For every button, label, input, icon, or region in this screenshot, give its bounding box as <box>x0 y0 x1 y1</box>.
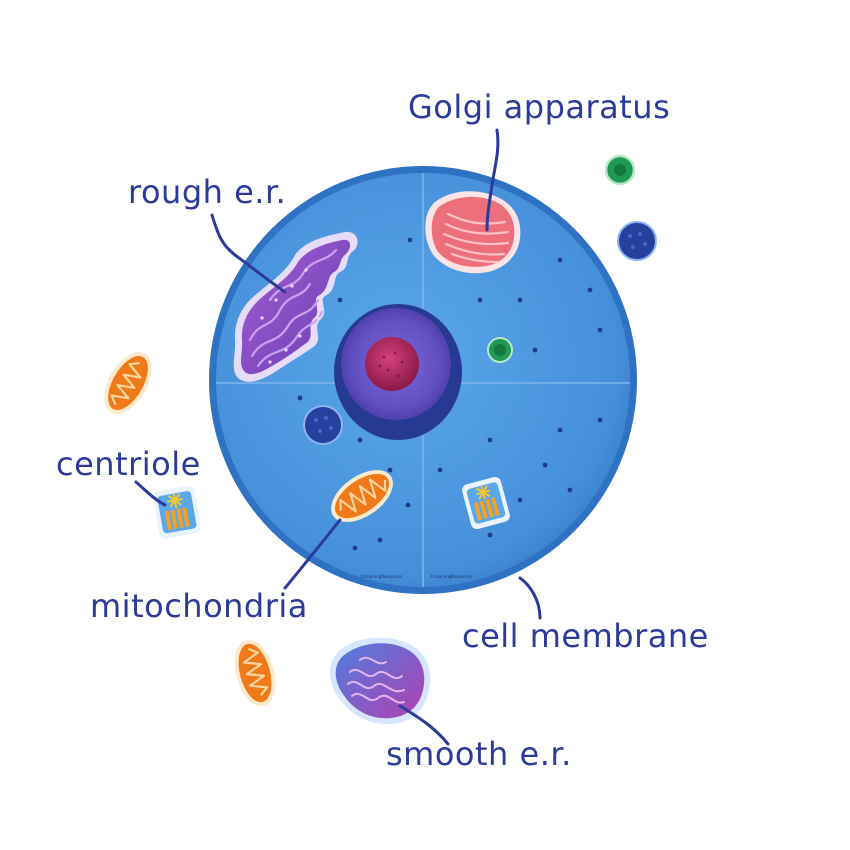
label-golgi-apparatus: Golgi apparatus <box>408 88 670 126</box>
rough-er <box>233 231 358 382</box>
golgi-apparatus <box>425 191 521 274</box>
mitochondrion-inside <box>331 470 393 522</box>
nucleus <box>334 304 462 440</box>
leader-rough-er <box>210 213 287 294</box>
leader-cell-membrane <box>518 576 542 620</box>
mitochondrion-outside-left <box>104 352 152 414</box>
leader-golgi <box>485 128 500 232</box>
label-smooth-er: smooth e.r. <box>386 735 572 773</box>
nucleolus <box>365 337 419 391</box>
leader-centriole <box>134 480 167 507</box>
mitochondrion-outside-bottom <box>234 639 276 707</box>
label-mitochondria: mitochondria <box>90 587 308 625</box>
label-centriole: centriole <box>56 445 201 483</box>
cell: ©LearningResources ©LearningResources <box>209 166 637 594</box>
copyright-mark-left: ©LearningResources <box>360 574 402 579</box>
lysosome-inside <box>303 405 343 445</box>
label-cell-membrane: cell membrane <box>462 617 709 655</box>
smooth-er <box>329 637 431 725</box>
copyright-mark-right: ©LearningResources <box>430 574 472 579</box>
centriole-inside <box>462 476 510 530</box>
label-rough-er: rough e.r. <box>128 173 286 211</box>
leader-mitochondria <box>283 518 342 590</box>
ribosome-outside <box>604 154 636 186</box>
lysosome-outside <box>617 221 657 261</box>
centriole-outside <box>153 485 201 539</box>
leader-smooth-er <box>398 704 450 746</box>
